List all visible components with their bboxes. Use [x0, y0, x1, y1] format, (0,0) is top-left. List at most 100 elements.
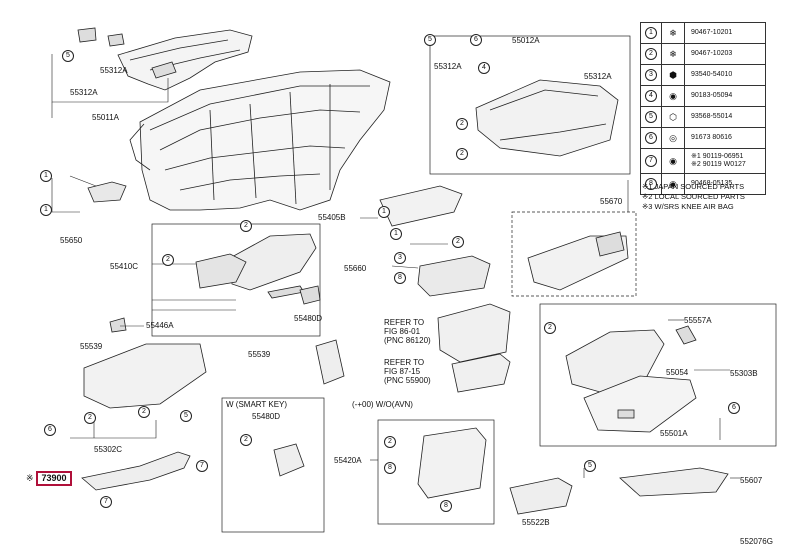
callout-2: 2 [384, 436, 396, 448]
callout-6: 6 [728, 402, 740, 414]
legend-row: 3 ⬢ 93540-54010 [641, 65, 765, 86]
screw-icon: ◉ [662, 86, 685, 106]
callout-1: 1 [40, 204, 52, 216]
footnote-japan: ※1 JAPAN SOURCED PARTS [642, 182, 745, 191]
callout-1: 1 [378, 206, 390, 218]
legend-part-number[interactable]: 90467-10201 [691, 29, 733, 36]
label-55539-a: 55539 [80, 342, 103, 351]
callout-8: 8 [384, 462, 396, 474]
label-55607: 55607 [740, 476, 763, 485]
legend-number: 4 [645, 90, 657, 102]
legend-part-number[interactable]: 90183-05094 [691, 92, 733, 99]
side-vent-drawing [87, 181, 127, 203]
callout-7: 7 [196, 460, 208, 472]
refer-note-2[interactable]: REFER TO FIG 87-15 (PNC 55900) [384, 358, 431, 385]
variant-smart-key: W (SMART KEY) [226, 400, 288, 409]
callout-6: 6 [44, 424, 56, 436]
lower-cover-drawing [379, 185, 463, 227]
callout-2: 2 [138, 406, 150, 418]
refer-note-2-line3: (PNC 55900) [384, 376, 431, 385]
label-55480D: 55480D [294, 314, 323, 323]
highlighted-part-73900[interactable]: 73900 [36, 471, 72, 486]
callout-2: 2 [162, 254, 174, 266]
label-55480D-smart: 55480D [252, 412, 281, 421]
callout-7: 7 [100, 496, 112, 508]
diagram-code: 552076G [740, 537, 773, 546]
legend-row: 8 ◉ 90468-05135 [641, 174, 765, 194]
upper-compartment-drawing [429, 35, 631, 175]
label-55011A: 55011A [92, 113, 119, 122]
callout-5: 5 [584, 460, 596, 472]
legend-row: 6 ◎ 91673 80616 [641, 128, 765, 149]
knee-pad-drawing [315, 339, 345, 385]
legend-number: 1 [645, 27, 657, 39]
legend-number: 2 [645, 48, 657, 60]
callout-8: 8 [440, 500, 452, 512]
label-55312A-left: 55312A [70, 88, 98, 97]
callout-2: 2 [240, 434, 252, 446]
tray-drawing [509, 477, 573, 515]
refer-note-1-line2: FIG 86-01 [384, 327, 421, 336]
label-55410C: 55410C [110, 262, 139, 271]
callout-6: 6 [470, 34, 482, 46]
legend-part-number[interactable]: 91673 80616 [691, 134, 732, 141]
legend-number: 3 [645, 69, 657, 81]
label-55312A-right1: 55312A [434, 62, 462, 71]
callout-5: 5 [424, 34, 436, 46]
label-55557A: 55557A [684, 316, 712, 325]
instrument-panel-drawing [129, 69, 391, 211]
footnotes: ※1 JAPAN SOURCED PARTS ※2 LOCAL SOURCED … [642, 182, 745, 212]
label-55012A: 55012A [512, 36, 540, 45]
callout-5: 5 [180, 410, 192, 422]
bezel-drawing [437, 303, 511, 363]
legend-row: 4 ◉ 90183-05094 [641, 86, 765, 107]
label-55522B: 55522B [522, 518, 550, 527]
legend-number: 8 [645, 178, 657, 190]
nut-icon: ⬢ [662, 65, 685, 85]
panel-drawing [451, 353, 511, 393]
callout-1: 1 [40, 170, 52, 182]
legend-part-number[interactable]: 93540-54010 [691, 71, 733, 78]
knee-airbag-drawing [81, 451, 191, 491]
duct-drawing [619, 467, 729, 497]
screw-icon: ◉ [662, 174, 685, 194]
footnote-local: ※2 LOCAL SOURCED PARTS [642, 192, 745, 201]
legend-row: 7 ◉ ※1 90119-06951 ※2 90119 W0127 [641, 149, 765, 174]
legend-row: 5 ⬡ 93568-55014 [641, 107, 765, 128]
label-55312A-top: 55312A [100, 66, 128, 75]
legend-part-number[interactable]: 93568-55014 [691, 113, 733, 120]
refer-note-1[interactable]: REFER TO FIG 86-01 (PNC 86120) [384, 318, 431, 345]
label-55420A: 55420A [334, 456, 362, 465]
center-vent-drawing [417, 255, 491, 297]
callout-1: 1 [390, 228, 402, 240]
center-cluster-drawing [417, 427, 487, 499]
callout-8: 8 [394, 272, 406, 284]
refer-note-2-line2: FIG 87-15 [384, 367, 421, 376]
label-55303B: 55303B [730, 369, 758, 378]
label-55302C: 55302C [94, 445, 123, 454]
legend-part-number[interactable]: 90467-10203 [691, 50, 733, 57]
label-55660: 55660 [344, 264, 367, 273]
label-55539-b: 55539 [248, 350, 271, 359]
legend-part-number[interactable]: 90468-05135 [691, 180, 733, 187]
variant-avn: (-+00) W/O(AVN) [352, 400, 413, 409]
smart-key-box [221, 397, 325, 533]
clip-icon: ◎ [662, 128, 685, 148]
callout-3: 3 [394, 252, 406, 264]
clip-icon: ❄ [662, 44, 685, 64]
bolt-icon: ⬡ [662, 107, 685, 127]
legend-number: 5 [645, 111, 657, 123]
leader-lines [51, 54, 740, 479]
callout-2: 2 [452, 236, 464, 248]
label-55312A-right2: 55312A [584, 72, 612, 81]
callout-4: 4 [478, 62, 490, 74]
callout-2: 2 [240, 220, 252, 232]
legend-part-number[interactable]: ※1 90119-06951 ※2 90119 W0127 [691, 153, 746, 168]
footnote-knee-airbag: ※3 W/SRS KNEE AIR BAG [642, 202, 734, 211]
label-55054: 55054 [666, 368, 689, 377]
label-55446A: 55446A [146, 321, 174, 330]
legend-row: 1 ❄ 90467-10201 [641, 23, 765, 44]
callout-2: 2 [84, 412, 96, 424]
lower-panel-drawing [83, 317, 207, 409]
